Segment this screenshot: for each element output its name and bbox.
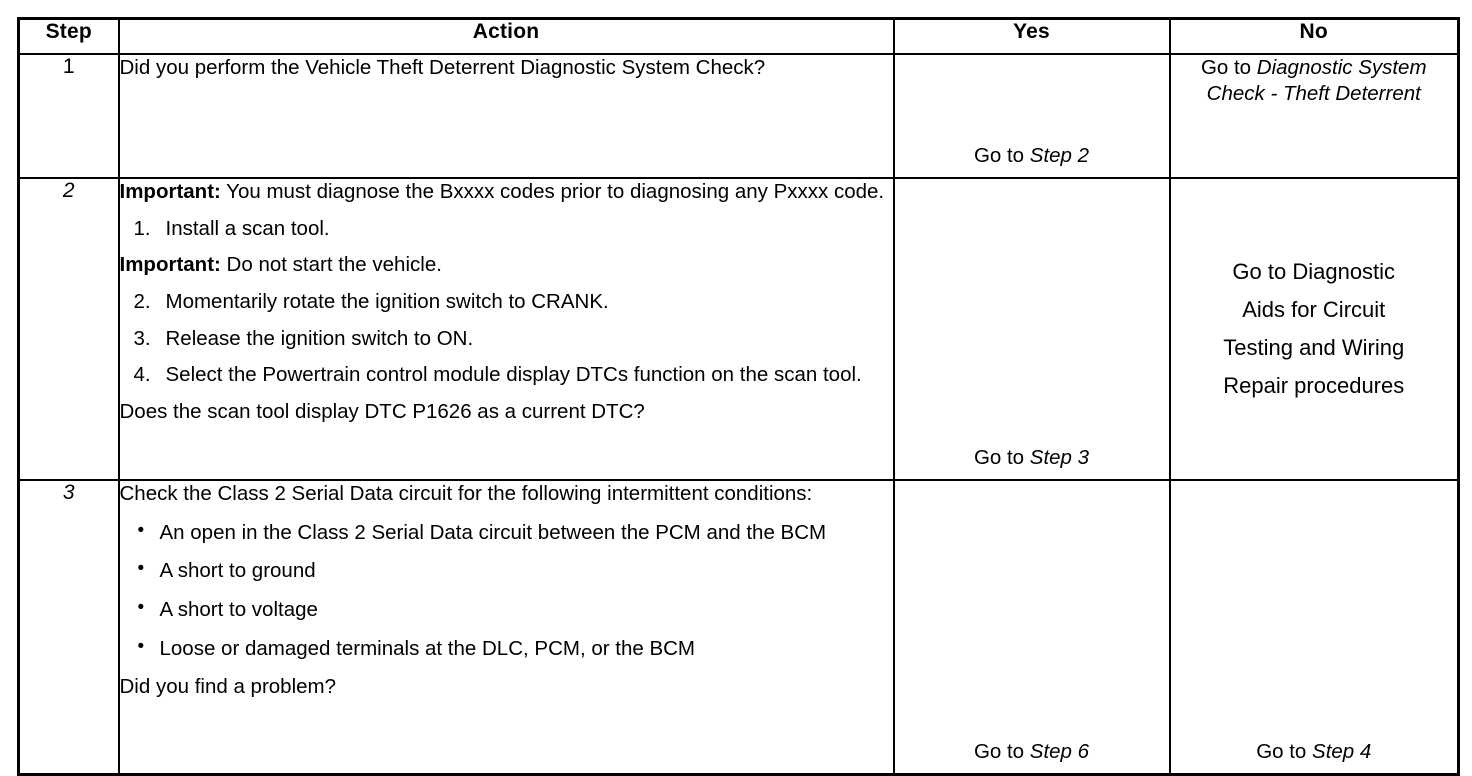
no-answer-cell: Go to Diagnostic System Check - Theft De… bbox=[1168, 53, 1460, 179]
list-item: • An open in the Class 2 Serial Data cir… bbox=[120, 520, 893, 547]
step-number-cell: 2 bbox=[17, 177, 120, 481]
list-text: An open in the Class 2 Serial Data circu… bbox=[159, 520, 827, 544]
list-item: 2. Momentarily rotate the ignition switc… bbox=[120, 289, 893, 316]
list-item: 1. Install a scan tool. bbox=[120, 216, 893, 243]
goto-prefix: Go to bbox=[1256, 739, 1313, 763]
list-item: 4. Select the Powertrain control module … bbox=[120, 362, 893, 389]
column-header-action: Action bbox=[117, 17, 895, 55]
important-note-1: Important: You must diagnose the Bxxxx c… bbox=[120, 179, 893, 206]
action-lead-in: Check the Class 2 Serial Data circuit fo… bbox=[119, 482, 813, 505]
list-text: Select the Powertrain control module dis… bbox=[165, 363, 862, 387]
step-number: 3 bbox=[62, 481, 75, 504]
list-marker: 3. bbox=[133, 326, 151, 350]
yes-answer-cell: Go to Step 3 bbox=[892, 177, 1171, 481]
list-text: Momentarily rotate the ignition switch t… bbox=[165, 289, 609, 313]
important-text: You must diagnose the Bxxxx codes prior … bbox=[220, 180, 885, 203]
goto-target: Step 6 bbox=[1029, 739, 1090, 763]
step-number: 1 bbox=[62, 55, 75, 78]
no-answer-cell: Go to Diagnostic Aids for Circuit Testin… bbox=[1168, 177, 1460, 481]
action-cell: Important: You must diagnose the Bxxxx c… bbox=[117, 177, 895, 481]
goto-reference: Go to Diagnostic System Check - Theft De… bbox=[1171, 55, 1458, 107]
list-text: A short to ground bbox=[159, 559, 316, 583]
step-number-cell: 1 bbox=[17, 53, 120, 179]
important-text: Do not start the vehicle. bbox=[220, 253, 442, 277]
table-row: 3 Check the Class 2 Serial Data circuit … bbox=[17, 479, 1460, 776]
list-marker: 4. bbox=[133, 363, 151, 387]
yes-answer-cell: Go to Step 6 bbox=[892, 479, 1171, 776]
goto-prefix: Go to bbox=[973, 739, 1030, 763]
goto-target: Diagnostic System Check - Theft Deterren… bbox=[1206, 56, 1427, 106]
table-row: 1 Did you perform the Vehicle Theft Dete… bbox=[17, 53, 1460, 179]
list-item: • A short to voltage bbox=[120, 597, 893, 624]
goto-reference: Go to Step 4 bbox=[1179, 739, 1450, 765]
column-header-no: No bbox=[1168, 17, 1460, 55]
goto-target: Step 2 bbox=[1029, 143, 1090, 167]
step-number-cell: 3 bbox=[17, 479, 120, 776]
list-text: A short to voltage bbox=[159, 597, 318, 621]
diagnostic-procedure-table: Step Action Yes No 1 Did you perform the… bbox=[17, 17, 1460, 776]
goto-target: Step 4 bbox=[1312, 739, 1372, 763]
list-marker: 1. bbox=[133, 216, 151, 240]
bullet-icon: • bbox=[137, 558, 145, 580]
list-marker: 2. bbox=[133, 289, 151, 313]
list-item: • Loose or damaged terminals at the DLC,… bbox=[120, 636, 893, 663]
goto-prefix: Go to bbox=[1200, 56, 1257, 79]
goto-reference-line: Testing and Wiring bbox=[1223, 335, 1405, 360]
no-answer-cell: Go to Step 4 bbox=[1168, 479, 1460, 776]
goto-reference: Go to Step 2 bbox=[903, 143, 1161, 169]
important-note-2: Important: Do not start the vehicle. bbox=[120, 252, 893, 279]
action-step-list-b: 2. Momentarily rotate the ignition switc… bbox=[120, 289, 893, 389]
table-header: Step Action Yes No bbox=[17, 17, 1460, 55]
goto-reference: Go to Step 6 bbox=[903, 739, 1161, 765]
goto-reference-line: Repair procedures bbox=[1223, 372, 1405, 398]
bullet-icon: • bbox=[137, 596, 145, 618]
bullet-icon: • bbox=[137, 519, 145, 541]
action-cell: Check the Class 2 Serial Data circuit fo… bbox=[117, 479, 895, 776]
goto-reference-line: Go to Diagnostic bbox=[1232, 259, 1396, 285]
step-number: 2 bbox=[62, 179, 75, 202]
list-text: Release the ignition switch to ON. bbox=[165, 326, 474, 350]
action-question: Does the scan tool display DTC P1626 as … bbox=[119, 399, 645, 423]
action-question: Did you find a problem? bbox=[119, 675, 337, 699]
column-header-yes: Yes bbox=[892, 17, 1171, 55]
list-text: Loose or damaged terminals at the DLC, P… bbox=[159, 636, 696, 660]
important-label: Important: bbox=[119, 180, 221, 203]
list-item: 3. Release the ignition switch to ON. bbox=[120, 326, 893, 353]
goto-target: Step 3 bbox=[1029, 445, 1090, 469]
goto-prefix: Go to bbox=[973, 143, 1030, 167]
list-item: • A short to ground bbox=[120, 558, 893, 585]
table-row: 2 Important: You must diagnose the Bxxxx… bbox=[17, 177, 1460, 481]
action-step-list-a: 1. Install a scan tool. bbox=[120, 216, 893, 243]
goto-reference: Go to Step 3 bbox=[903, 445, 1161, 471]
goto-prefix: Go to bbox=[973, 445, 1030, 469]
table-body: 1 Did you perform the Vehicle Theft Dete… bbox=[17, 53, 1460, 776]
action-question: Did you perform the Vehicle Theft Deterr… bbox=[119, 56, 766, 79]
bullet-icon: • bbox=[137, 635, 145, 657]
yes-answer-cell: Go to Step 2 bbox=[892, 53, 1171, 179]
header-row: Step Action Yes No bbox=[17, 17, 1460, 55]
list-text: Install a scan tool. bbox=[165, 216, 330, 240]
goto-reference-line: Aids for Circuit bbox=[1242, 297, 1386, 323]
important-label: Important: bbox=[119, 253, 221, 277]
action-bullet-list: • An open in the Class 2 Serial Data cir… bbox=[120, 520, 893, 663]
action-cell: Did you perform the Vehicle Theft Deterr… bbox=[117, 53, 895, 179]
column-header-step: Step bbox=[17, 17, 120, 55]
